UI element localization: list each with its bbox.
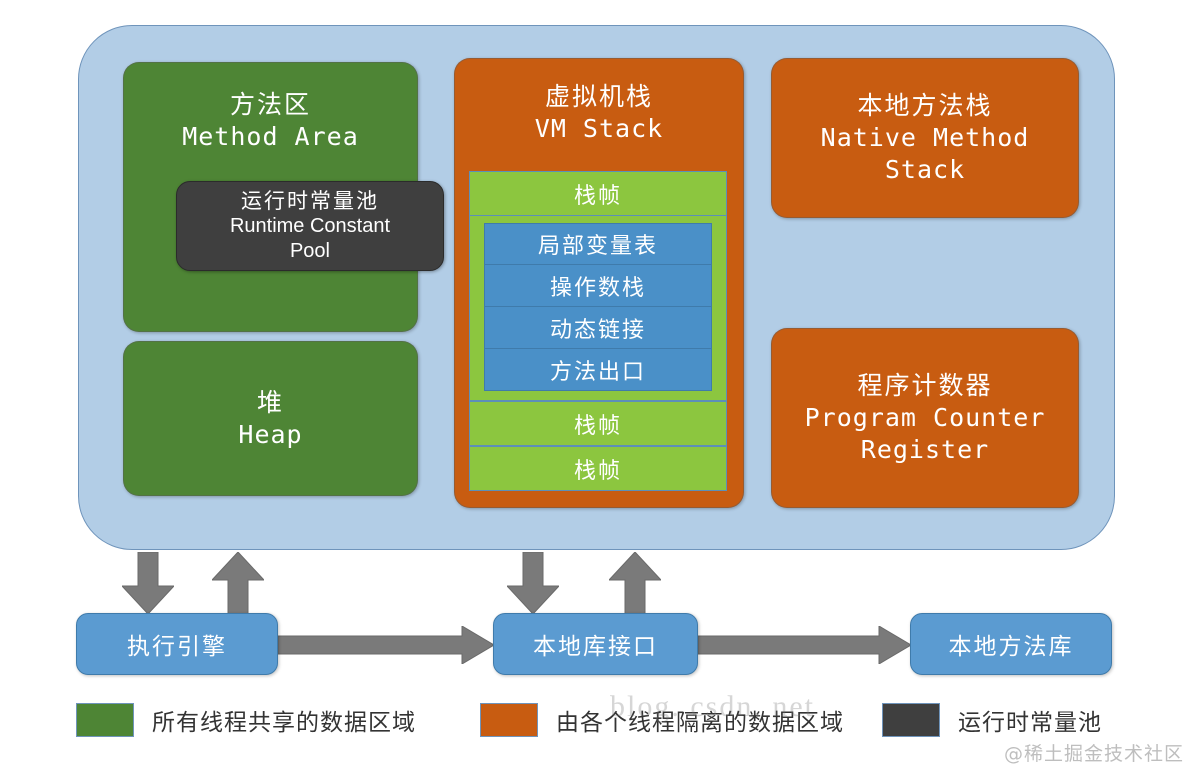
pc-register-cn-label: 程序计数器: [857, 371, 993, 400]
method-area-box[interactable]: 方法区 Method Area 运行时常量池 Runtime Constant …: [123, 62, 444, 332]
native-method-stack-en-label: Native Method Stack: [820, 123, 1030, 184]
frame-item-operand-stack[interactable]: 操作数栈: [484, 265, 712, 307]
legend: 所有线程共享的数据区域 由各个线程隔离的数据区域 运行时常量池: [76, 700, 1136, 748]
execution-engine-box[interactable]: 执行引擎: [76, 613, 278, 675]
native-method-library-box[interactable]: 本地方法库: [910, 613, 1112, 675]
legend-swatch-green: [76, 703, 134, 737]
legend-label-shared: 所有线程共享的数据区域: [152, 710, 416, 736]
legend-item-shared: 所有线程共享的数据区域: [76, 700, 416, 740]
stack-frame-list: 栈帧 局部变量表 操作数栈 动态链接 方法出口 栈帧 栈帧: [469, 171, 727, 491]
stack-frame[interactable]: 栈帧: [469, 446, 727, 491]
native-library-interface-box[interactable]: 本地库接口: [493, 613, 698, 675]
pc-register-en-label: Program Counter Register: [804, 403, 1046, 464]
legend-swatch-orange: [480, 703, 538, 737]
stack-frame[interactable]: 栈帧: [469, 171, 727, 216]
native-method-stack-cn-label: 本地方法栈: [857, 91, 993, 120]
frame-item-local-variable-table[interactable]: 局部变量表: [484, 223, 712, 265]
heap-box[interactable]: 堆 Heap: [123, 341, 418, 496]
heap-en-label: Heap: [238, 419, 303, 449]
arrow-down-to-execution-engine: [122, 552, 174, 614]
vm-stack-en-label: VM Stack: [534, 114, 664, 143]
heap-cn-label: 堆: [256, 387, 284, 417]
runtime-constant-pool-en-label: Runtime Constant Pool: [229, 215, 391, 262]
frame-item-dynamic-linking[interactable]: 动态链接: [484, 307, 712, 349]
arrow-up-from-native-library-interface: [609, 552, 661, 614]
arrow-right-interface-to-library: [698, 626, 911, 664]
legend-swatch-dark: [882, 703, 940, 737]
native-method-stack-box[interactable]: 本地方法栈 Native Method Stack: [771, 58, 1079, 218]
arrow-right-engine-to-interface: [278, 626, 494, 664]
runtime-constant-pool-box[interactable]: 运行时常量池 Runtime Constant Pool: [176, 181, 444, 271]
legend-item-isolated: 由各个线程隔离的数据区域: [480, 700, 844, 740]
legend-item-constant-pool: 运行时常量池: [882, 700, 1102, 740]
legend-label-constant-pool: 运行时常量池: [958, 710, 1102, 736]
method-area-cn-label: 方法区: [229, 90, 311, 119]
legend-label-isolated: 由各个线程隔离的数据区域: [556, 710, 844, 736]
jvm-runtime-data-area-container: 方法区 Method Area 运行时常量池 Runtime Constant …: [78, 25, 1115, 550]
arrow-down-to-native-library-interface: [507, 552, 559, 614]
vm-stack-cn-label: 虚拟机栈: [544, 82, 653, 111]
frame-item-method-return-address[interactable]: 方法出口: [484, 349, 712, 391]
method-area-en-label: Method Area: [182, 122, 359, 151]
program-counter-register-box[interactable]: 程序计数器 Program Counter Register: [771, 328, 1079, 508]
runtime-constant-pool-cn-label: 运行时常量池: [241, 189, 379, 213]
arrow-up-from-execution-engine: [212, 552, 264, 614]
vm-stack-box[interactable]: 虚拟机栈 VM Stack 栈帧 局部变量表 操作数栈 动态链接 方法出口 栈帧…: [454, 58, 744, 508]
stack-frame-detail: 局部变量表 操作数栈 动态链接 方法出口: [469, 216, 727, 401]
stack-frame[interactable]: 栈帧: [469, 401, 727, 446]
